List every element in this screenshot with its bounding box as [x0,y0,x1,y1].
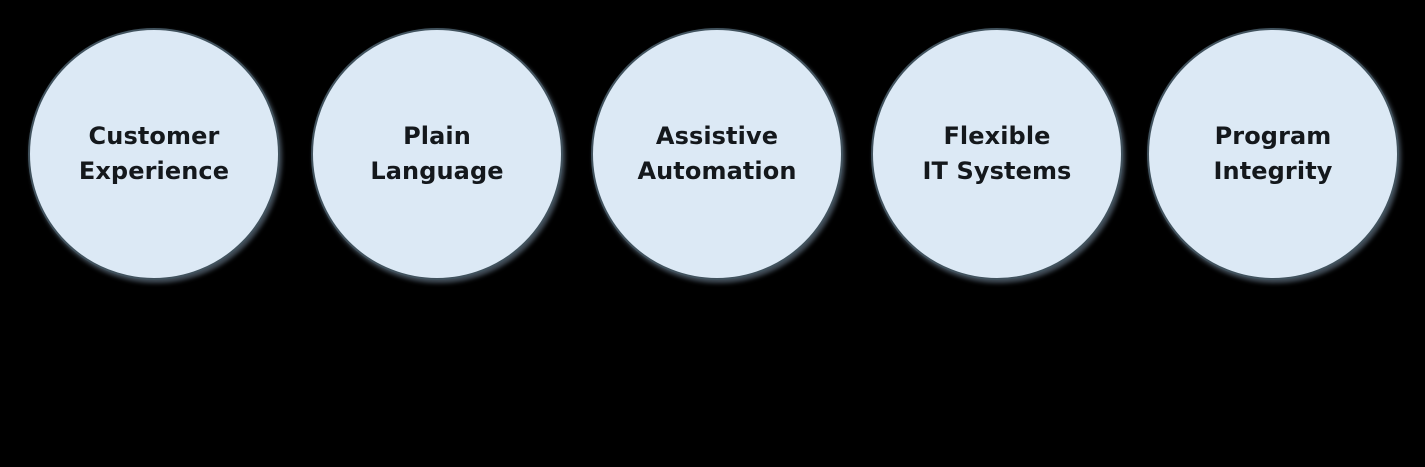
circle-label-line-2: IT Systems [922,157,1072,185]
circle-label-line-1: Program [1214,122,1332,150]
circle-label-line-1: Customer [88,122,220,150]
circle-label-line-2: Language [370,157,504,185]
circle-label-line-1: Flexible [943,122,1051,150]
circle-label-line-2: Automation [637,157,797,185]
circle-label-line-1: Plain [403,122,471,150]
circle-label-line-1: Assistive [655,122,779,150]
circle-label-plain-language: Plain Language [356,119,517,189]
circle-node-program-integrity[interactable]: Program Integrity [1147,28,1399,280]
circle-node-assistive-automation[interactable]: Assistive Automation [591,28,843,280]
circle-node-plain-language[interactable]: Plain Language [311,28,563,280]
circle-label-assistive-automation: Assistive Automation [623,119,810,189]
circle-label-flexible-it-systems: Flexible IT Systems [909,119,1086,189]
circle-label-program-integrity: Program Integrity [1199,119,1346,189]
circle-label-customer-experience: Customer Experience [65,119,243,189]
circle-label-line-2: Experience [78,157,230,185]
circle-node-flexible-it-systems[interactable]: Flexible IT Systems [871,28,1123,280]
circle-node-customer-experience[interactable]: Customer Experience [28,28,280,280]
circle-label-line-2: Integrity [1213,157,1333,185]
